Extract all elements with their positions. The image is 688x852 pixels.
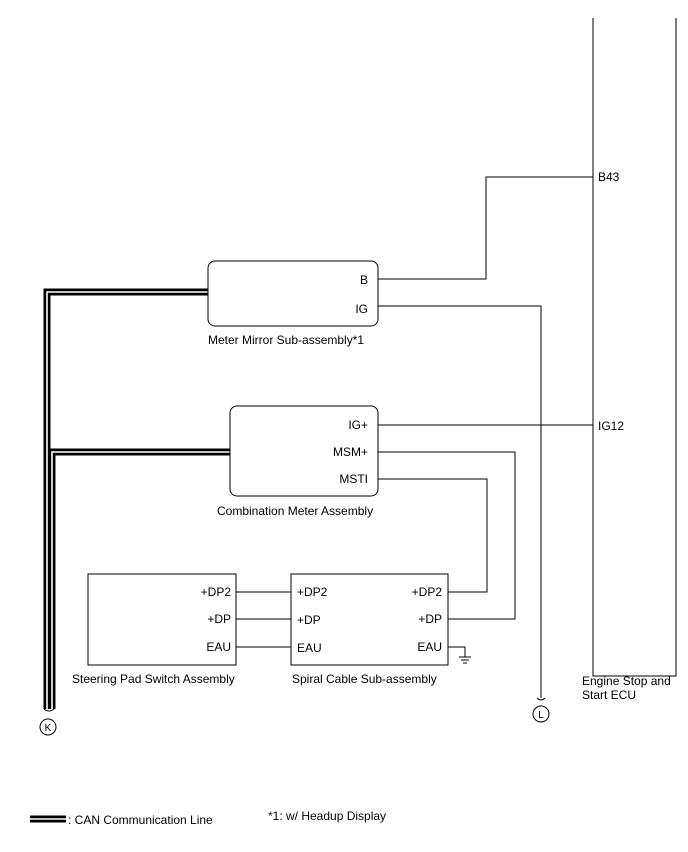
ecu-pin-b43: B43 <box>598 170 620 184</box>
combination-meter-assembly: IG+ MSM+ MSTI Combination Meter Assembly <box>217 405 379 518</box>
wire-ig-connector-l <box>378 305 542 698</box>
spiral-cable-label: Spiral Cable Sub-assembly <box>292 672 437 686</box>
can-bus <box>43 288 230 709</box>
legend: : CAN Communication Line *1: w/ Headup D… <box>30 809 386 827</box>
meter-mirror-label: Meter Mirror Sub-assembly*1 <box>208 333 364 347</box>
combination-meter-pin-msti: MSTI <box>339 472 368 486</box>
meter-mirror-sub-assembly: B IG Meter Mirror Sub-assembly*1 <box>207 260 379 347</box>
combination-meter-pin-msmplus: MSM+ <box>333 445 368 459</box>
connector-k-label: K <box>45 723 52 734</box>
spiral-cable-sub-assembly: +DP2 +DP EAU +DP2 +DP EAU Spiral Cable S… <box>290 573 449 686</box>
ecu-outline <box>592 18 677 677</box>
spiral-cable-right-pin-dp: +DP <box>418 612 442 626</box>
steering-pad-pin-dp: +DP <box>207 612 231 626</box>
connector-l: L <box>532 697 550 723</box>
steering-pad-pin-eau: EAU <box>206 640 231 654</box>
engine-stop-start-ecu: B43 IG12 Engine Stop and Start ECU <box>582 18 677 702</box>
legend-can-line-label: : CAN Communication Line <box>68 813 213 827</box>
spiral-cable-left-pin-dp: +DP <box>297 613 321 627</box>
steering-pad-label: Steering Pad Switch Assembly <box>72 672 235 686</box>
ecu-name-line2: Start ECU <box>582 688 636 702</box>
ecu-pin-ig12: IG12 <box>598 419 624 433</box>
meter-mirror-pin-ig: IG <box>355 302 368 316</box>
combination-meter-pin-igplus: IG+ <box>348 418 368 432</box>
wire-msm-dp <box>378 451 516 620</box>
steering-pad-pin-dp2: +DP2 <box>201 585 232 599</box>
spiral-cable-left-pin-eau: EAU <box>297 641 322 655</box>
combination-meter-label: Combination Meter Assembly <box>217 504 373 518</box>
connector-l-label: L <box>538 710 544 721</box>
wire-msti-dp2 <box>378 478 488 593</box>
ground-icon <box>459 656 471 664</box>
wire-eau-ground <box>448 646 466 657</box>
connector-k: K <box>39 708 57 736</box>
connector-k-circle <box>39 718 57 736</box>
legend-footnote: *1: w/ Headup Display <box>268 809 386 823</box>
meter-mirror-pin-b: B <box>360 273 368 287</box>
signal-wires <box>236 176 593 698</box>
steering-pad-switch-assembly: +DP2 +DP EAU Steering Pad Switch Assembl… <box>72 573 237 686</box>
spiral-cable-box <box>290 573 449 666</box>
wire-b-b43 <box>378 176 593 280</box>
meter-mirror-box <box>207 260 379 327</box>
ecu-name-line1: Engine Stop and <box>582 674 671 688</box>
spiral-cable-right-pin-dp2: +DP2 <box>412 585 443 599</box>
spiral-cable-left-pin-dp2: +DP2 <box>297 585 328 599</box>
combination-meter-box <box>229 405 379 497</box>
connector-l-circle <box>532 705 550 723</box>
spiral-cable-right-pin-eau: EAU <box>417 640 442 654</box>
steering-pad-box <box>87 573 237 666</box>
